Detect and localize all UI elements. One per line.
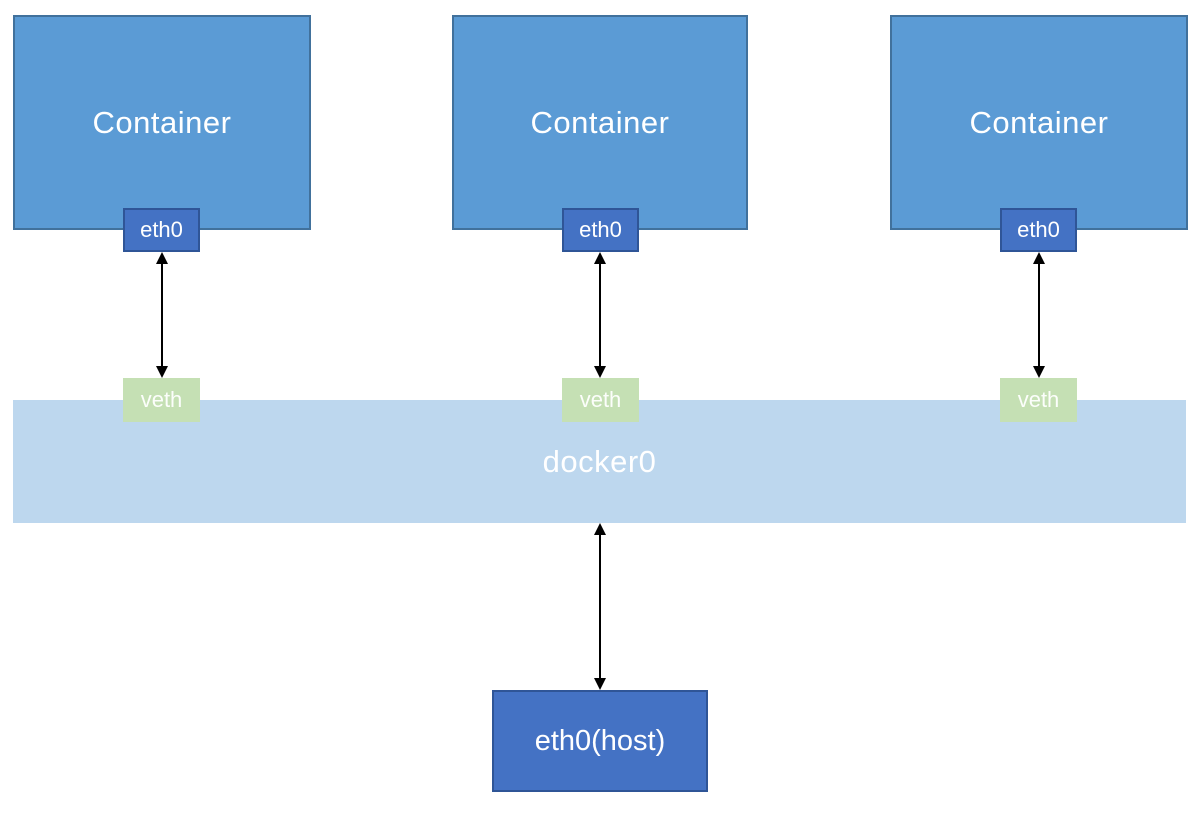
arrow-shaft: [1038, 261, 1040, 369]
arrow-eth0-veth-1: [155, 252, 169, 378]
veth-label: veth: [579, 387, 622, 412]
eth0-host-label: eth0(host): [534, 724, 666, 757]
eth0-box-2: eth0: [562, 208, 639, 252]
arrow-eth0-veth-3: [1032, 252, 1046, 378]
container-box-2: Container: [452, 15, 748, 230]
docker0-label: docker0: [542, 443, 657, 479]
eth0-box-1: eth0: [123, 208, 200, 252]
eth0-label: eth0: [579, 217, 622, 242]
eth0-host-box: eth0(host): [492, 690, 708, 792]
arrow-shaft: [599, 261, 601, 369]
arrow-shaft: [599, 532, 601, 681]
container-label: Container: [530, 104, 670, 140]
container-label: Container: [969, 104, 1109, 140]
eth0-box-3: eth0: [1000, 208, 1077, 252]
arrow-eth0-veth-2: [593, 252, 607, 378]
arrow-docker0-host: [593, 523, 607, 690]
veth-box-2: veth: [562, 378, 639, 422]
eth0-label: eth0: [1017, 217, 1060, 242]
container-label: Container: [92, 104, 232, 140]
veth-box-3: veth: [1000, 378, 1077, 422]
eth0-label: eth0: [140, 217, 183, 242]
veth-box-1: veth: [123, 378, 200, 422]
container-box-3: Container: [890, 15, 1188, 230]
veth-label: veth: [140, 387, 183, 412]
arrow-shaft: [161, 261, 163, 369]
veth-label: veth: [1017, 387, 1060, 412]
container-box-1: Container: [13, 15, 311, 230]
